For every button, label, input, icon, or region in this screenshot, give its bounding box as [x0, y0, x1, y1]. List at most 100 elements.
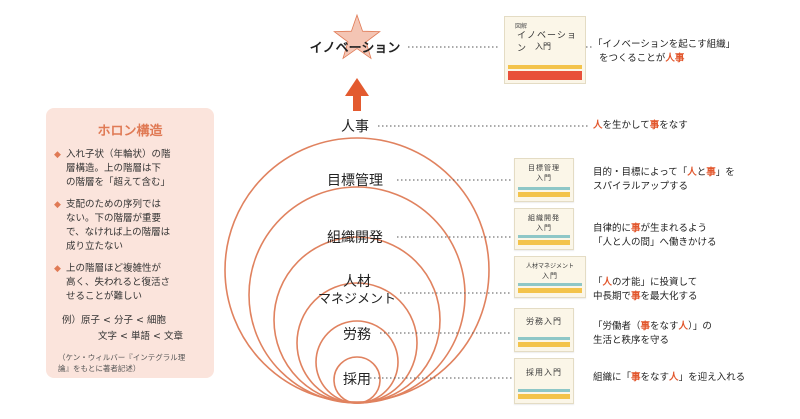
desc-labor-l1: 「労働者（事をなす人）」の	[593, 320, 712, 334]
desc-tm-l2b: 事	[631, 291, 641, 302]
desc-mbo-l2: スパイラルアップする	[593, 181, 689, 192]
panel-item-2-l1: 支配のための序列では	[66, 199, 162, 210]
arrow-shaft	[353, 95, 361, 111]
bullet-icon: ◆	[54, 150, 61, 160]
panel-item-1-l1: 入れ子状（年輪状）の階	[66, 149, 171, 160]
book-mbo-stripe	[518, 187, 570, 190]
panel-item-2-l4: 成り立たない	[66, 241, 124, 252]
panel-item-3-l2: 高く、失われると復活さ	[66, 277, 171, 288]
desc-innovation-l2: をつくることが人事	[593, 52, 735, 66]
panel-cite-1: （ケン・ウィルバー『インテグラル理	[58, 353, 186, 362]
book-recruit-band	[518, 394, 570, 399]
circle-saiyo	[333, 356, 381, 404]
book-labor-band	[518, 342, 570, 347]
desc-od-l1: 自律的に事が生まれるよう	[593, 222, 717, 236]
label-innovation: イノベーション	[310, 41, 401, 56]
book-innovation-title: イノベーション	[517, 31, 577, 54]
desc-labor-l1c: をなす	[650, 321, 679, 332]
label-saiyo: 採用	[343, 372, 371, 388]
desc-jinji-d: をなす	[659, 120, 688, 131]
circle-jinji	[224, 137, 490, 403]
book-tm-stripe	[518, 283, 582, 286]
desc-jinji-a: 人	[593, 120, 603, 131]
panel-item-2-l3: で、なければ上の階層は	[66, 227, 171, 238]
desc-jinji-c: 事	[649, 120, 660, 131]
book-innovation-stripe	[508, 65, 582, 69]
arrow-up-icon	[345, 78, 369, 96]
panel-item-2: ◆ 支配のための序列では ない。下の階層が重要 で、なければ上の階層は 成り立た…	[54, 198, 210, 254]
label-jinji: 人事	[341, 119, 369, 135]
book-innovation-band	[508, 71, 582, 80]
panel-item-1-l3: の階層を「超えて含む」	[66, 177, 171, 188]
panel-item-1-l2: 層構造。上の階層は下	[66, 163, 162, 174]
desc-labor-l1d: 人	[678, 321, 689, 332]
desc-labor: 「労働者（事をなす人）」の 生活と秩序を守る	[593, 320, 712, 348]
desc-labor-l1b: 事	[640, 321, 651, 332]
desc-mbo-l1: 目的・目標によって「人と事」を	[593, 166, 735, 180]
desc-tm-l1c: の才能」に投資して	[612, 277, 698, 288]
book-od-sub: 入門	[536, 224, 552, 232]
panel-item-2-l2: ない。下の階層が重要	[66, 213, 162, 224]
panel-item-3-l1: 上の階層ほど複雑性が	[66, 263, 162, 274]
book-innovation-sub: 入門	[535, 42, 551, 51]
desc-innovation-l1: 「イノベーションを起こす組織」	[593, 39, 736, 50]
desc-recruit-d: 人	[669, 372, 679, 383]
book-labor-stripe	[518, 337, 570, 340]
desc-od-l2: 「人と人の間」へ働きかける	[593, 237, 717, 248]
panel-title: ホロン構造	[97, 124, 163, 139]
holon-panel: ホロン構造 ◆ 入れ子状（年輪状）の階 層構造。上の階層は下 の階層を「超えて含…	[46, 108, 214, 378]
label-jinzai-1: 人材	[343, 274, 371, 290]
book-recruit: 採用入門	[514, 358, 574, 404]
desc-mbo-l1e: 」を	[715, 167, 735, 178]
panel-item-3-l3: せることが難しい	[66, 291, 143, 302]
bullet-icon: ◆	[54, 264, 61, 274]
label-soshiki: 組織開発	[327, 230, 383, 246]
desc-mbo-l1b: 人	[687, 167, 697, 178]
desc-labor-l2: 生活と秩序を守る	[593, 335, 670, 346]
book-tm-sub: 入門	[542, 272, 558, 280]
book-tm-band	[518, 288, 582, 293]
book-labor: 労務入門	[514, 308, 574, 352]
desc-innovation: 「イノベーションを起こす組織」 をつくることが人事	[593, 38, 735, 66]
book-od-stripe	[518, 235, 570, 238]
desc-mbo-l1c: と	[696, 167, 707, 178]
book-od-band	[518, 240, 570, 245]
desc-innovation-l2b: 人事	[665, 53, 685, 64]
desc-recruit: 組織に「事をなす人」を迎え入れる	[593, 371, 745, 385]
book-mbo-sub: 入門	[536, 174, 552, 182]
desc-jinji-b: を生かして	[602, 120, 650, 131]
desc-mbo-l1a: 目的・目標によって「	[593, 167, 688, 178]
desc-tm-l1a: 「	[593, 277, 603, 288]
panel-example-2: 文字 < 単語 < 文章	[98, 331, 183, 342]
desc-mbo-l1d: 事	[706, 167, 716, 178]
desc-jinji: 人を生かして事をなす	[593, 119, 688, 133]
book-mbo: 目標管理 入門	[514, 158, 574, 202]
desc-tm-l2a: 中長期で	[593, 291, 632, 302]
panel-cite-2: 論』をもとに著者記述）	[58, 364, 141, 373]
star-icon	[333, 13, 381, 60]
bullet-icon: ◆	[54, 200, 61, 210]
book-od-title: 組織開発	[528, 214, 560, 222]
book-mbo-title: 目標管理	[528, 164, 560, 172]
desc-innovation-l2a: をつくることが	[599, 53, 666, 64]
book-innovation: 図解 イノベーション 入門	[504, 16, 586, 84]
book-tm: 人材マネジメント 入門	[514, 256, 586, 298]
desc-od-l1c: が生まれるよう	[640, 223, 708, 234]
book-tm-title: 人材マネジメント	[525, 263, 574, 270]
desc-mbo: 目的・目標によって「人と事」を スパイラルアップする	[593, 166, 735, 194]
desc-recruit-c: をなす	[640, 372, 670, 383]
desc-labor-l1a: 「労働者（	[593, 321, 641, 332]
desc-tm-l2c: を最大化する	[640, 291, 698, 302]
book-recruit-title: 採用入門	[526, 368, 562, 377]
book-od: 組織開発 入門	[514, 208, 574, 250]
book-recruit-stripe	[518, 389, 570, 392]
desc-tm-l1: 「人の才能」に投資して	[593, 276, 698, 290]
book-mbo-band	[518, 192, 570, 197]
label-jinzai-2: マネジメント	[318, 292, 396, 307]
panel-item-1: ◆ 入れ子状（年輪状）の階 層構造。上の階層は下 の階層を「超えて含む」	[54, 148, 210, 190]
desc-tm-l2: 中長期で事を最大化する	[593, 290, 698, 304]
desc-od: 自律的に事が生まれるよう 「人と人の間」へ働きかける	[593, 222, 717, 250]
book-labor-title: 労務入門	[526, 317, 562, 326]
